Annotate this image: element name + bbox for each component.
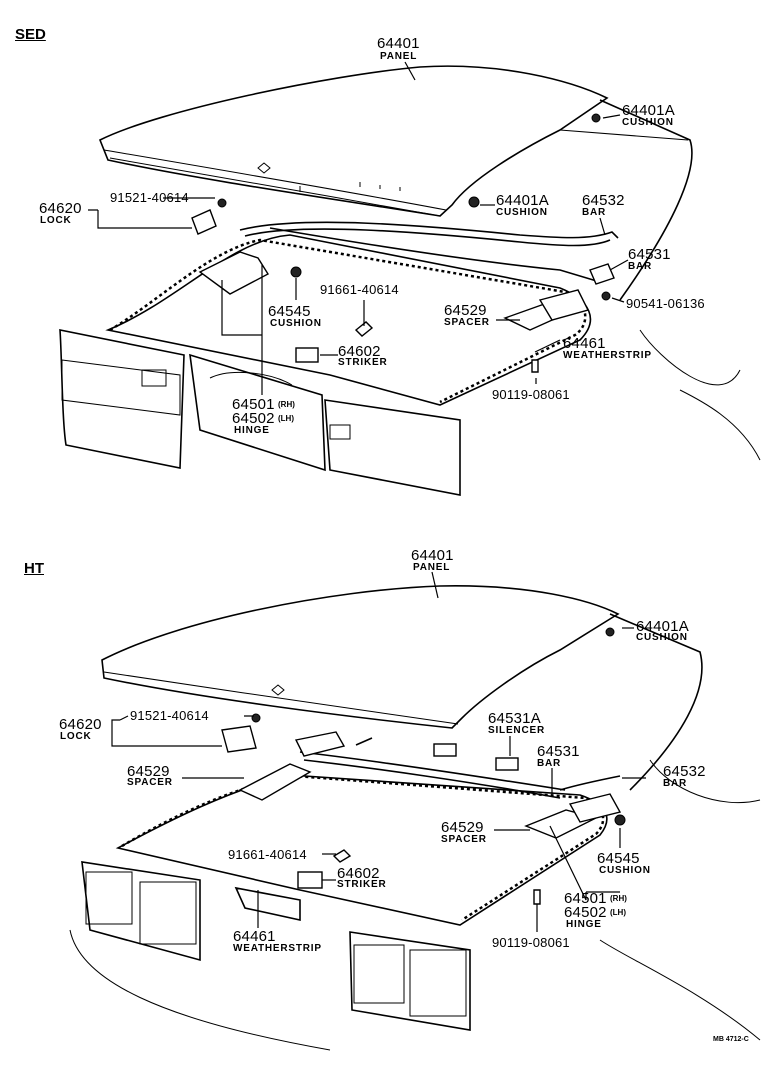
ht-hinge-lh-number: 64502 xyxy=(564,904,607,921)
sed-panel-number: 64401 xyxy=(377,35,420,52)
ht-screw-91521: 91521-40614 xyxy=(130,708,209,723)
ht-trunk-lid-panel xyxy=(101,585,620,729)
ht-cushion-a-number: 64401A xyxy=(636,618,689,635)
ht-small-parts xyxy=(221,627,626,905)
sed-bar-64531-number: 64531 xyxy=(628,246,671,263)
ht-silencer-label: SILENCER xyxy=(488,725,545,736)
sed-bar-64531-label: BAR xyxy=(628,261,653,272)
ht-lock-label: LOCK xyxy=(60,731,92,742)
ht-bar-64532-number: 64532 xyxy=(663,763,706,780)
sed-body xyxy=(59,99,761,496)
ht-cushion-64545-number: 64545 xyxy=(597,850,640,867)
sed-section-title: SED xyxy=(15,26,46,43)
ht-bar-64531-label: BAR xyxy=(537,758,562,769)
sed-bolt-91661: 91661-40614 xyxy=(320,282,399,297)
sed-trunk-lid-panel xyxy=(98,65,609,217)
ht-hinge-rh-tag: (RH) xyxy=(610,894,627,903)
ht-weatherstrip-number: 64461 xyxy=(233,928,276,945)
ht-cushion-64545-label: CUSHION xyxy=(599,865,651,876)
sed-panel-label: PANEL xyxy=(380,51,418,62)
sed-weatherstrip-number: 64461 xyxy=(563,335,606,352)
sed-cushion-a-label-1: CUSHION xyxy=(622,117,674,128)
sed-lock-number: 64620 xyxy=(39,200,82,217)
ht-body xyxy=(69,613,761,1051)
ht-hinges xyxy=(238,731,622,839)
sed-hinge-lh-number: 64502 xyxy=(232,410,275,427)
ht-panel-number: 64401 xyxy=(411,547,454,564)
sed-hinges xyxy=(198,251,590,331)
ht-weatherstrip-label: WEATHERSTRIP xyxy=(233,943,322,954)
sed-screw-91521: 91521-40614 xyxy=(110,190,189,205)
ht-bolt-91661: 91661-40614 xyxy=(228,847,307,862)
sed-striker-number: 64602 xyxy=(338,343,381,360)
sed-bar-64531 xyxy=(269,227,615,285)
sed-striker-label: STRIKER xyxy=(338,357,388,368)
ht-lock-number: 64620 xyxy=(59,716,102,733)
ht-hinge-lh-tag: (LH) xyxy=(610,908,626,917)
sed-small-parts xyxy=(191,113,611,373)
ht-bars xyxy=(299,737,621,799)
sed-cushion-a-label-2: CUSHION xyxy=(496,207,548,218)
sed-hinge-label: HINGE xyxy=(234,425,270,436)
ht-striker-label: STRIKER xyxy=(337,879,387,890)
ht-silencer-number: 64531A xyxy=(488,710,541,727)
sed-hinge-rh-number: 64501 xyxy=(232,396,275,413)
ht-hinge-rh-number: 64501 xyxy=(564,890,607,907)
ht-bolt-90119: 90119-08061 xyxy=(492,935,570,950)
ht-spacer-number-2: 64529 xyxy=(441,819,484,836)
ht-section-title: HT xyxy=(24,560,44,577)
drawing-reference-code: MB 4712-C xyxy=(713,1036,749,1043)
sed-bar-64532 xyxy=(239,221,619,247)
sed-cushion-64545-label: CUSHION xyxy=(270,318,322,329)
sed-hinge-rh-tag: (RH) xyxy=(278,400,295,409)
ht-leader-lines xyxy=(111,571,646,932)
sed-cushion-a-number-2: 64401A xyxy=(496,192,549,209)
sed-bar-64532-number: 64532 xyxy=(582,192,625,209)
sed-lock-label: LOCK xyxy=(40,215,72,226)
sed-bar-64532-label: BAR xyxy=(582,207,607,218)
ht-spacer-label-2: SPACER xyxy=(441,834,487,845)
ht-bar-64532-label: BAR xyxy=(663,778,688,789)
sed-spacer-number: 64529 xyxy=(444,302,487,319)
sed-leader-lines xyxy=(88,61,629,395)
sed-spacer-label: SPACER xyxy=(444,317,490,328)
sed-cushion-64545-number: 64545 xyxy=(268,303,311,320)
ht-bar-64531-number: 64531 xyxy=(537,743,580,760)
sed-bolt-90119: 90119-08061 xyxy=(492,387,570,402)
ht-striker-number: 64602 xyxy=(337,865,380,882)
ht-cushion-a-label: CUSHION xyxy=(636,632,688,643)
sed-weatherstrip-label: WEATHERSTRIP xyxy=(563,350,652,361)
ht-spacer-label-1: SPACER xyxy=(127,777,173,788)
ht-panel-label: PANEL xyxy=(413,562,451,573)
ht-spacer-number-1: 64529 xyxy=(127,763,170,780)
ht-hinge-label: HINGE xyxy=(566,919,602,930)
sed-bolt-90541: 90541-06136 xyxy=(626,296,705,311)
sed-hinge-lh-tag: (LH) xyxy=(278,414,294,423)
sed-cushion-a-number-1: 64401A xyxy=(622,102,675,119)
